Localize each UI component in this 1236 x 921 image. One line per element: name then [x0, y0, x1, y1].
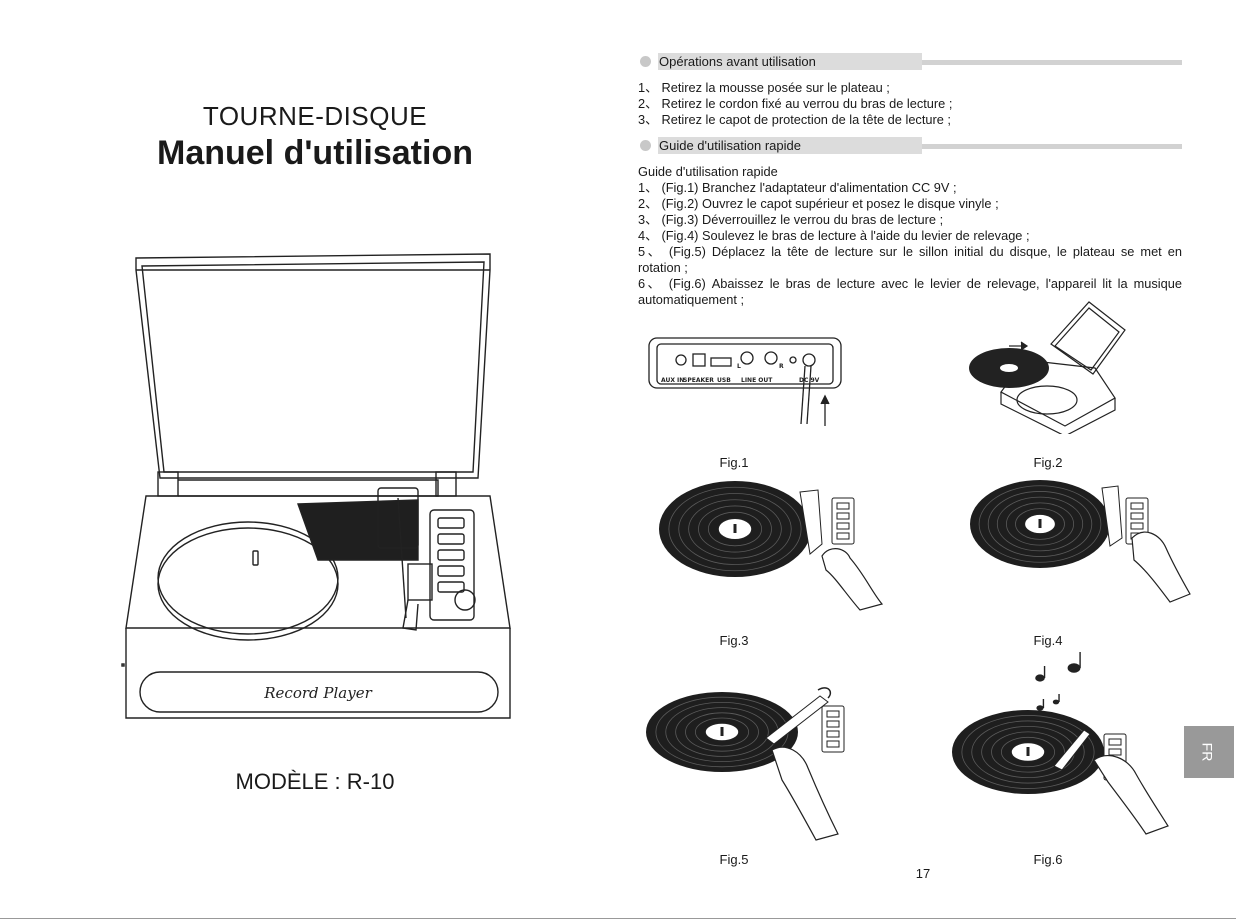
record-groove [961, 715, 1095, 789]
language-tab-label: FR [1199, 742, 1216, 762]
spindle [1038, 519, 1042, 528]
record-groove [678, 493, 792, 565]
turntable-illustration: Record Player [121, 253, 511, 719]
deck-button [836, 512, 850, 520]
panel-label: SPEAKER [683, 377, 714, 384]
section-header-quick-guide: Guide d'utilisation rapide [638, 137, 1182, 155]
record-groove [688, 499, 782, 559]
deck-button [1108, 748, 1122, 756]
hand-illustration [1093, 755, 1169, 835]
figure-caption: Fig.1 [719, 455, 749, 470]
deck-button [826, 720, 840, 728]
step-item: 2、 (Fig.2) Ouvrez le capot supérieur et … [638, 196, 999, 211]
deck-button [1130, 522, 1144, 530]
brand-logo: Record Player [263, 684, 372, 702]
panel-label: DC 9V [799, 377, 820, 384]
cover-model: MODÈLE : R-10 [235, 769, 395, 794]
music-note-icon [1036, 705, 1044, 711]
deck-button [836, 532, 850, 540]
music-note-icon [1035, 674, 1045, 682]
tonearm [765, 695, 829, 745]
record-groove [971, 720, 1085, 784]
music-note-icon [1052, 699, 1060, 705]
page-bottom-border [0, 918, 1236, 919]
control-buttons [821, 705, 845, 753]
step-item: 1、 (Fig.1) Branchez l'adaptateur d'alime… [638, 180, 957, 195]
panel-label: R [779, 363, 784, 370]
record-groove [668, 486, 802, 572]
cover-subtitle: TOURNE-DISQUE [202, 101, 428, 131]
fig3-unlock-arm-illustration [659, 481, 884, 611]
step-item: rotation ; [638, 260, 688, 275]
bullet-icon [640, 56, 651, 67]
figure-caption: Fig.2 [1033, 455, 1063, 470]
deck-button [836, 502, 850, 510]
record-groove [1015, 508, 1065, 540]
quick-guide-steps: Guide d'utilisation rapide 1、 (Fig.1) Br… [638, 164, 1182, 308]
tonearm [1053, 729, 1091, 771]
record-groove [708, 511, 763, 547]
step-item: 4、 (Fig.4) Soulevez le bras de lecture à… [638, 228, 1030, 243]
step-item: 2、 Retirez le cordon fixé au verrou du b… [638, 96, 953, 111]
tonearm [1101, 485, 1123, 547]
deck-button [836, 522, 850, 530]
fig5-position-stylus-illustration [646, 687, 845, 841]
record-groove [996, 496, 1084, 552]
section-heading: Guide d'utilisation rapide [659, 138, 801, 153]
bullet-icon [640, 140, 651, 151]
record-groove [698, 505, 772, 553]
language-tab: FR [1184, 726, 1234, 778]
page-number: 17 [915, 866, 931, 881]
record-groove [991, 731, 1065, 773]
record-groove [1006, 502, 1074, 546]
spindle [720, 727, 724, 736]
spindle [733, 524, 737, 533]
record-groove [978, 485, 1102, 563]
figure-caption: Fig.5 [719, 852, 749, 867]
record-groove [695, 717, 750, 747]
panel-label: USB [717, 377, 731, 384]
record-groove [987, 491, 1093, 557]
control-buttons [831, 497, 855, 545]
record-groove [685, 712, 759, 752]
panel-label: L [737, 363, 741, 370]
music-note-icon [1067, 663, 1081, 673]
section-header-before-use: Opérations avant utilisation [638, 53, 1182, 71]
divider [922, 60, 1182, 65]
spindle [1026, 747, 1030, 756]
step-item: 3、 (Fig.3) Déverrouillez le verrou du br… [638, 212, 944, 227]
step-item: 1、 Retirez la mousse posée sur le platea… [638, 80, 890, 95]
hand-illustration [771, 746, 839, 841]
fig6-play-music-illustration [952, 652, 1169, 835]
step-item: automatiquement ; [638, 292, 744, 307]
figure-caption: Fig.3 [719, 633, 749, 648]
panel-label: AUX IN [661, 377, 684, 384]
fig2-open-lid-illustration [969, 301, 1126, 434]
figure-caption: Fig.4 [1033, 633, 1063, 648]
deck-button [1130, 502, 1144, 510]
rotation-arrow-icon [817, 687, 832, 699]
divider [922, 144, 1182, 149]
cover-title: Manuel d'utilisation [157, 134, 473, 172]
deck-button [1108, 738, 1122, 746]
section-heading: Opérations avant utilisation [659, 54, 816, 69]
hand-illustration [1131, 531, 1191, 603]
deck-button [826, 710, 840, 718]
deck-button [826, 730, 840, 738]
deck-button [1130, 512, 1144, 520]
record-groove [1001, 736, 1056, 768]
step-item: 5、 (Fig.5) Déplacez la tête de lecture s… [638, 244, 1182, 259]
fig1-back-panel-illustration: AUX IN SPEAKER USB L R LINE OUT DC 9V [648, 337, 842, 426]
deck-button [826, 740, 840, 748]
before-use-steps: 1、 Retirez la mousse posée sur le platea… [638, 80, 1182, 128]
fig4-lift-arm-illustration [970, 480, 1191, 603]
tonearm [799, 489, 823, 555]
hand-illustration [821, 548, 884, 611]
guide-intro: Guide d'utilisation rapide [638, 164, 778, 179]
step-item: 6、 (Fig.6) Abaissez le bras de lecture a… [638, 276, 1182, 291]
figure-caption: Fig.6 [1033, 852, 1063, 867]
panel-label: LINE OUT [741, 377, 773, 384]
step-item: 3、 Retirez le capot de protection de la … [638, 112, 951, 127]
record-groove [675, 707, 769, 757]
